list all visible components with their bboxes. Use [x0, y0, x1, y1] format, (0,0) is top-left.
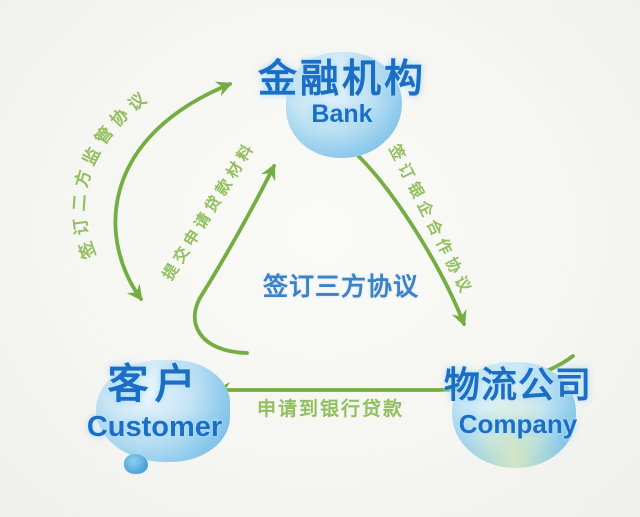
arrow-customer-bank-bidirectional [113, 81, 233, 302]
edge-label-bank-loan-obtained: 申请到银行贷款 [257, 399, 405, 420]
arrow-customer-to-bank [192, 163, 276, 355]
arrow-bank-to-company [349, 147, 467, 327]
edge-label-loan-application-materials: 提交申请贷款材料 [159, 137, 259, 283]
customer-node-sphere [96, 360, 230, 474]
bank-node-label-zh: 金融机构 [257, 58, 426, 101]
bank-node-label-en: Bank [311, 100, 373, 128]
edge-label-bilateral-supervision: 签订二方监管协议 [70, 86, 155, 263]
edge-label-three-party-agreement: 签订三方协议 [263, 273, 420, 301]
customer-node-label-en: Customer [86, 411, 223, 443]
company-node-label-zh: 物流公司 [443, 364, 592, 405]
customer-node-label-zh: 客户 [107, 361, 202, 407]
company-node-label-en: Company [458, 409, 578, 439]
company-node-sphere [452, 362, 576, 468]
bank-node-sphere [286, 52, 402, 158]
